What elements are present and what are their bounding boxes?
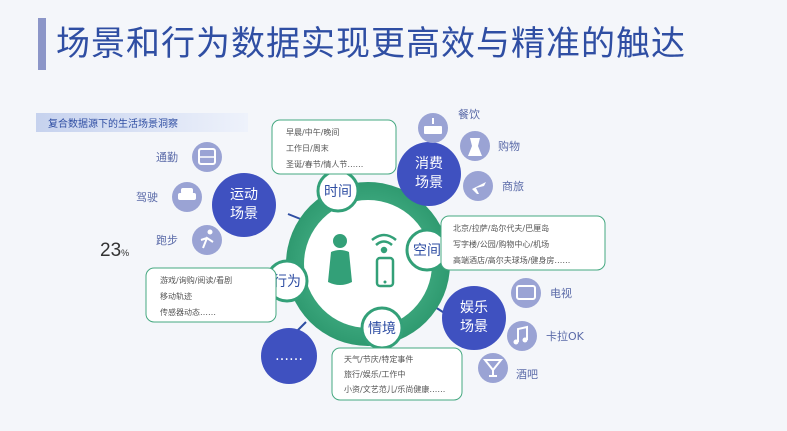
business-travel-label: 商旅 <box>502 179 524 193</box>
dining-label: 餐饮 <box>458 107 480 121</box>
cocktail-icon <box>478 353 508 383</box>
box-context: 天气/节庆/特定事件 旅行/娱乐/工作中 小资/文艺范儿/乐尚健康…… <box>331 347 463 401</box>
progress-percent: 23% <box>100 240 129 262</box>
box-time-line1: 早晨/中午/晚间 <box>286 127 339 137</box>
node-context: 情境 <box>360 306 404 350</box>
box-space-line2: 写字楼/公园/购物中心/机场 <box>453 239 549 249</box>
scene-movement-line1: 运动 <box>230 187 258 203</box>
scene-consume: 消费 场景 <box>397 142 461 206</box>
percent-value: 23 <box>100 240 122 261</box>
scene-entertain-line2: 场景 <box>460 319 488 335</box>
airplane-icon <box>463 171 493 201</box>
running-label: 跑步 <box>156 233 178 247</box>
box-context-line2: 旅行/娱乐/工作中 <box>344 369 405 379</box>
scene-entertain-line1: 娱乐 <box>460 300 488 316</box>
running-icon <box>192 225 222 255</box>
person-icon <box>328 234 352 285</box>
scene-consume-line2: 场景 <box>415 175 443 191</box>
car-icon <box>172 182 202 212</box>
shopping-label: 购物 <box>498 139 520 153</box>
shopping-icon <box>460 131 490 161</box>
scene-movement: 运动 场景 <box>212 173 276 237</box>
commute-label: 通勤 <box>156 151 178 164</box>
scene-more: …… <box>261 328 317 384</box>
scene-consume-line1: 消费 <box>415 156 443 172</box>
box-time-line3: 圣诞/春节/情人节…… <box>286 159 363 169</box>
tv-icon <box>511 278 541 308</box>
commute-icon <box>192 142 222 172</box>
dining-icon <box>418 113 448 143</box>
tv-label: 电视 <box>550 286 572 300</box>
percent-unit: % <box>121 248 130 258</box>
scene-more-label: …… <box>275 348 303 364</box>
bar-label: 酒吧 <box>516 368 538 381</box>
node-space-label: 空间 <box>413 243 441 259</box>
box-behavior: 游戏/询购/阅读/看剧 移动轨迹 传感器动态…… <box>145 267 277 323</box>
box-behavior-line2: 移动轨迹 <box>160 291 192 301</box>
driving-label: 驾驶 <box>136 190 158 204</box>
music-icon <box>507 321 537 351</box>
center-core <box>304 200 432 328</box>
box-context-line1: 天气/节庆/特定事件 <box>344 354 413 364</box>
phone-icon <box>375 256 395 288</box>
box-space-line1: 北京/拉萨/岛尔代夫/巴厘岛 <box>453 223 549 233</box>
box-time-line2: 工作日/周末 <box>286 143 329 153</box>
box-time: 早晨/中午/晚间 工作日/周末 圣诞/春节/情人节…… <box>271 119 397 175</box>
scene-entertain: 娱乐 场景 <box>442 286 506 350</box>
wifi-icon <box>371 233 397 254</box>
page-title: 场景和行为数据实现更高效与精准的触达 <box>56 24 686 64</box>
box-behavior-line3: 传感器动态…… <box>160 307 216 317</box>
title-accent-bar <box>38 18 46 70</box>
page-subtitle: 复合数据源下的生活场景洞察 <box>48 119 178 130</box>
box-space: 北京/拉萨/岛尔代夫/巴厘岛 写字楼/公园/购物中心/机场 高端酒店/高尔夫球场… <box>440 215 606 271</box>
karaoke-label: 卡拉OK <box>546 329 585 343</box>
scene-movement-line2: 场景 <box>230 206 258 222</box>
node-context-label: 情境 <box>368 321 396 337</box>
node-time: 时间 <box>316 169 360 213</box>
box-space-line3: 高端酒店/高尔夫球场/健身房…… <box>453 255 570 265</box>
box-context-line3: 小资/文艺范儿/乐尚健康…… <box>344 384 445 394</box>
node-behavior-label: 行为 <box>273 274 301 290</box>
subtitle-band <box>36 113 248 132</box>
node-time-label: 时间 <box>324 184 352 200</box>
box-behavior-line1: 游戏/询购/阅读/看剧 <box>160 275 232 285</box>
